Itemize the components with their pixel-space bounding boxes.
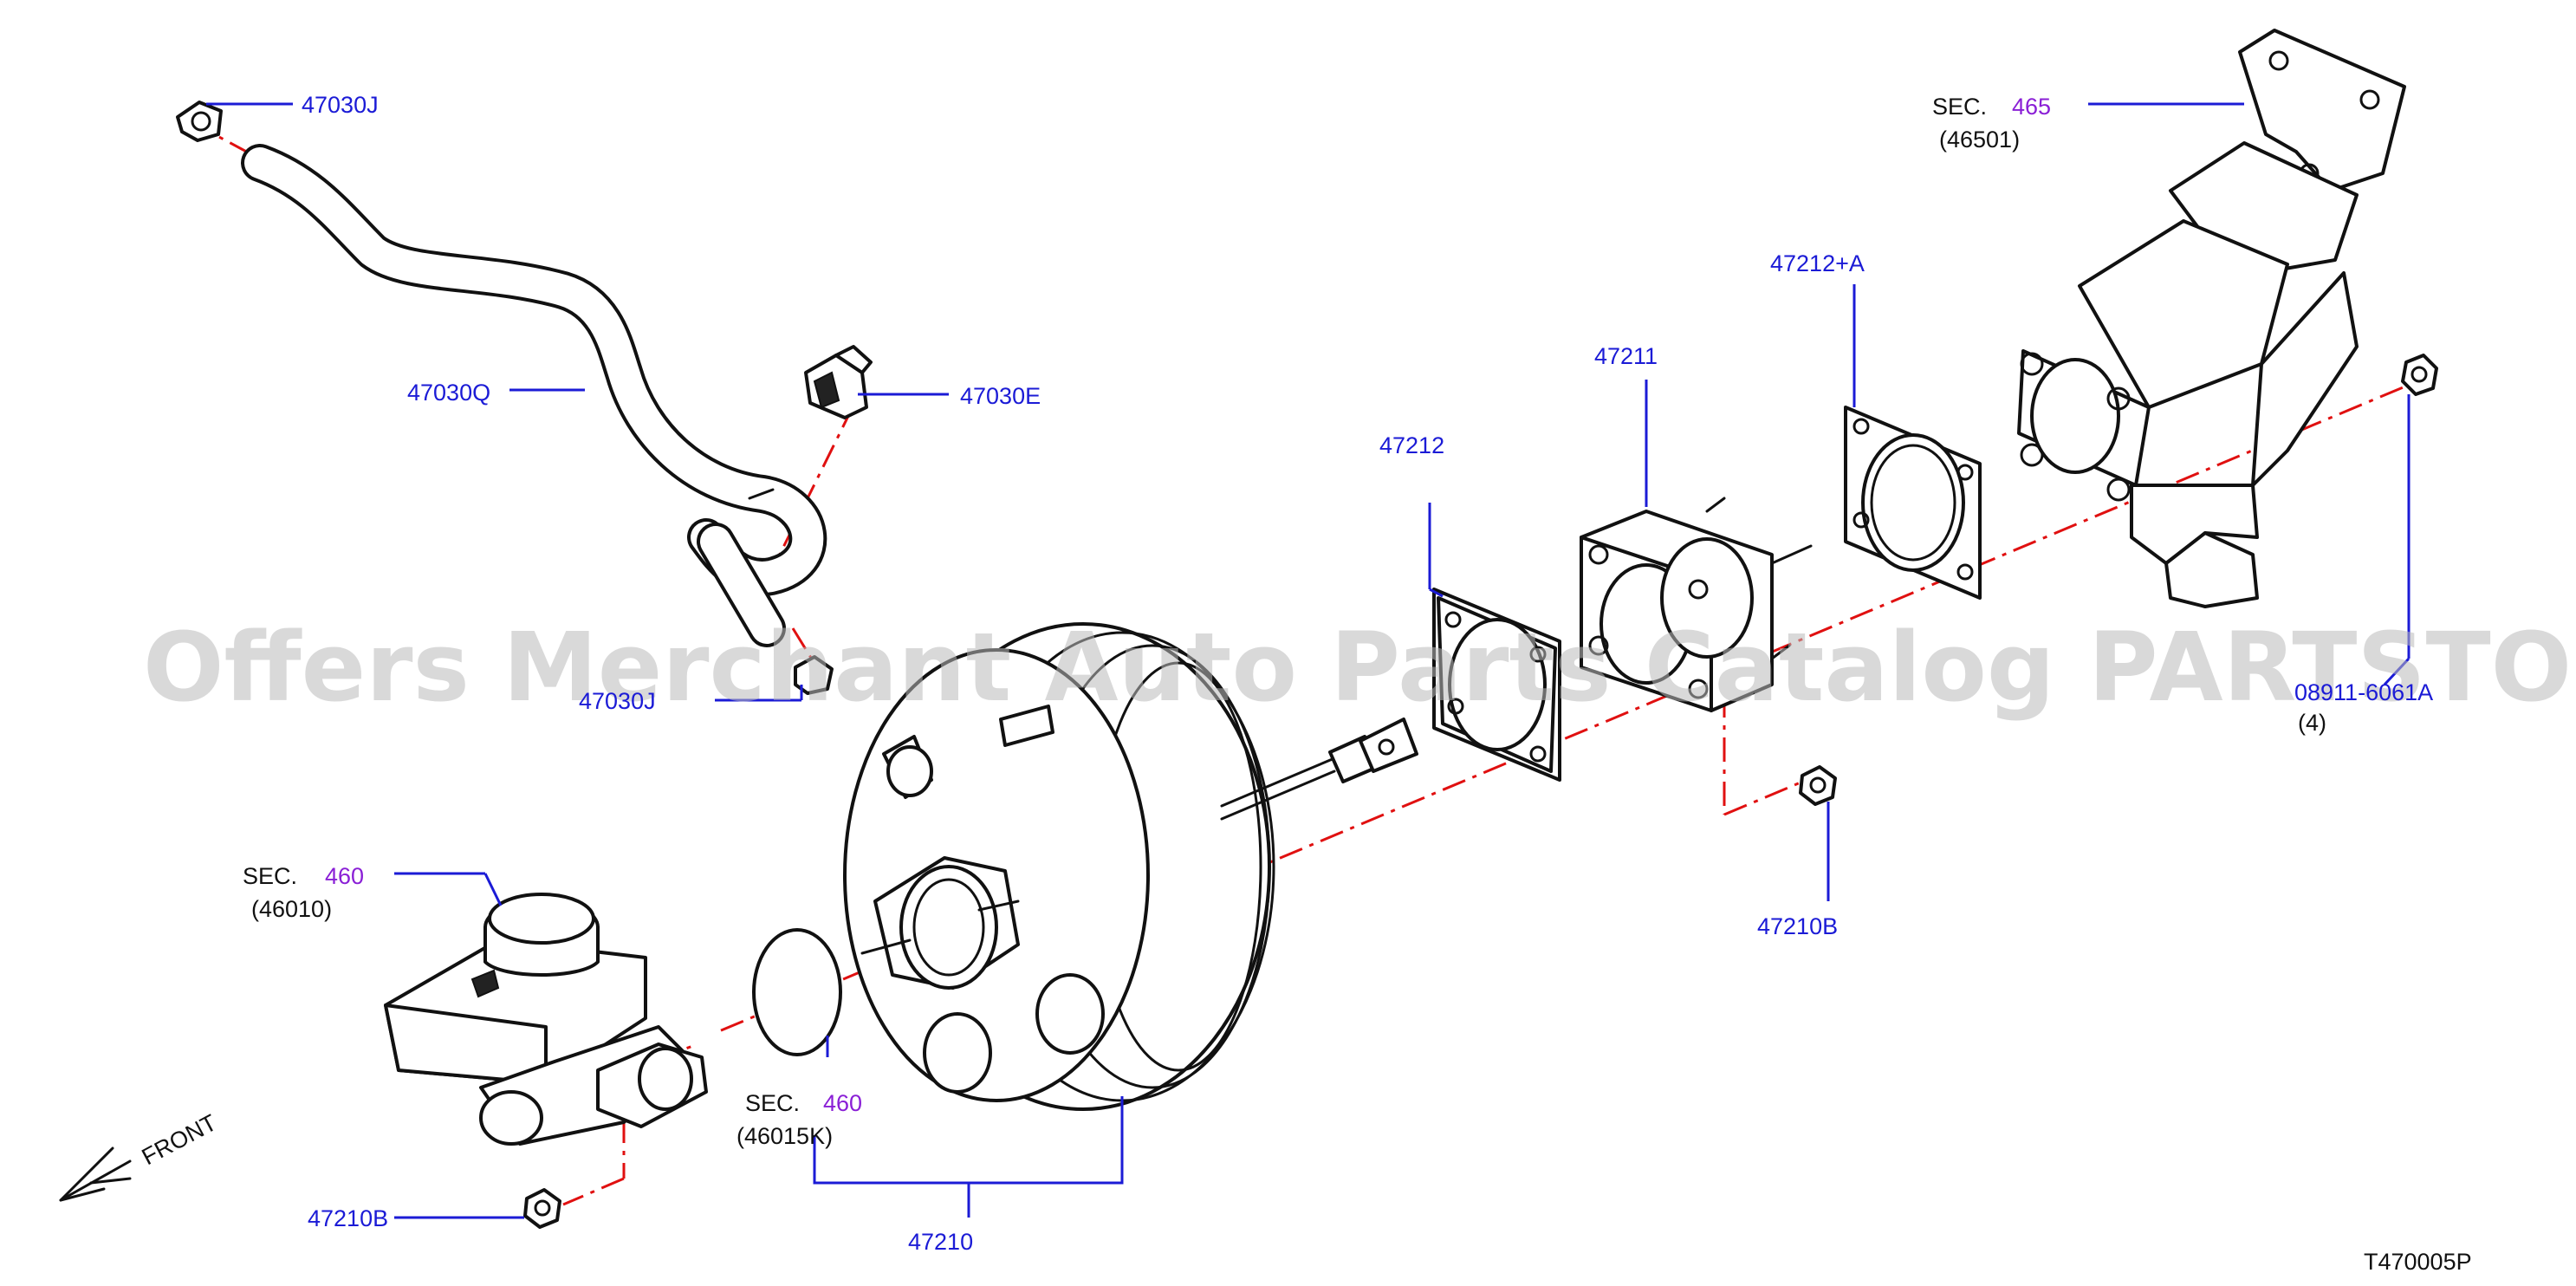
callout-47210b-right[interactable]: 47210B — [1757, 913, 1838, 939]
sec460b-prefix: SEC. — [745, 1090, 800, 1116]
gasket-47212 — [1432, 588, 1561, 782]
sec465-ref: (46501) — [1939, 127, 2020, 153]
master-cylinder — [384, 893, 708, 1146]
callout-sec465[interactable]: 465 — [2012, 94, 2051, 120]
pedal-bracket — [2017, 29, 2406, 608]
sec460a-prefix: SEC. — [243, 863, 297, 889]
sec465-prefix: SEC. — [1932, 94, 1987, 120]
callout-47211[interactable]: 47211 — [1594, 343, 1658, 369]
part-callouts: 47030J 47030Q 47030E 47030J 47212 47211 … — [138, 92, 2472, 1275]
leader-lines — [206, 102, 2411, 1219]
callout-47212[interactable]: 47212 — [1379, 432, 1444, 458]
sec460b-ref: (46015K) — [736, 1123, 833, 1149]
o-ring-46015k — [752, 928, 842, 1056]
callout-08911-6061a[interactable]: 08911-6061A — [2294, 679, 2433, 705]
vacuum-hose — [241, 144, 827, 647]
callout-sec460-master-cylinder[interactable]: 460 — [325, 863, 364, 889]
spacer-47211 — [1580, 497, 1813, 712]
nut-08911 — [2401, 354, 2438, 396]
hose-clamp-top — [176, 101, 223, 142]
hose-clamp-bottom — [794, 655, 834, 695]
diagram-id: T470005P — [2364, 1249, 2472, 1275]
nut-47210b-left — [523, 1188, 561, 1229]
nut-47210b-right — [1799, 765, 1837, 806]
callout-47210b-left[interactable]: 47210B — [308, 1205, 388, 1231]
sec460a-ref: (46010) — [251, 896, 332, 922]
callout-08911-qty: (4) — [2298, 710, 2326, 736]
front-label: FRONT — [138, 1109, 221, 1170]
callout-sec460-o-ring[interactable]: 460 — [823, 1090, 862, 1116]
brake-booster — [843, 622, 1275, 1111]
callout-47212a[interactable]: 47212+A — [1770, 250, 1865, 276]
callout-47030q[interactable]: 47030Q — [407, 380, 490, 406]
push-rod-clevis — [1220, 718, 1418, 821]
callout-47210[interactable]: 47210 — [908, 1229, 973, 1255]
front-direction-arrow — [59, 1146, 132, 1202]
callout-47030e[interactable]: 47030E — [960, 383, 1041, 409]
callout-47030j-bottom[interactable]: 47030J — [579, 688, 656, 714]
check-valve-47030E — [804, 345, 873, 419]
watermark-text: Offers Merchant Auto Parts Catalog PARTS… — [143, 612, 2576, 723]
callout-47030j-top[interactable]: 47030J — [302, 92, 379, 118]
gasket-47212a — [1844, 406, 1982, 600]
